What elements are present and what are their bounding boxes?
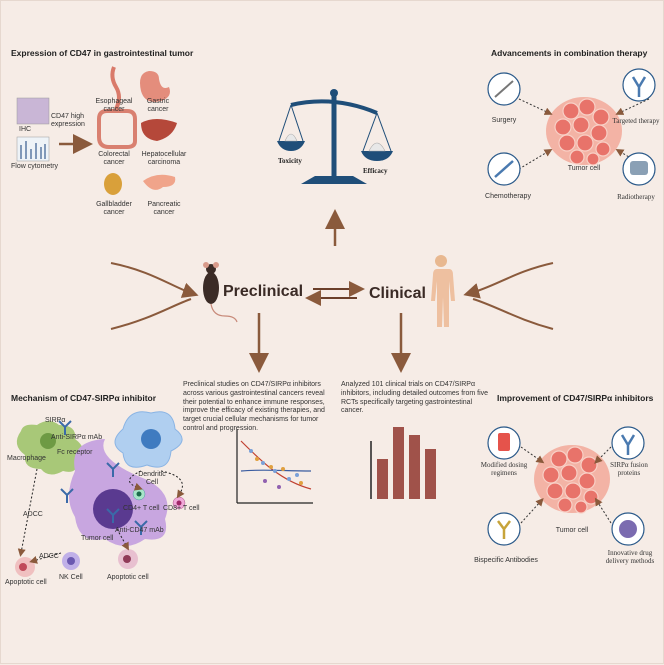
clinical-bar-icon: [370, 427, 436, 499]
clinical-summary: Analyzed 101 clinical trials on CD47/SIR…: [341, 381, 489, 415]
adcc-label-1: ADCC: [23, 511, 43, 518]
tumor-cluster-top: [546, 97, 622, 166]
nk-cell-label: NK Cell: [59, 574, 83, 581]
clinical-label: Clinical: [369, 285, 426, 302]
tumor-cell-label-mech: Tumor cell: [81, 535, 114, 542]
preclinical-summary: Preclinical studies on CD47/SIRPα inhibi…: [183, 381, 325, 432]
targeted-therapy-label: Targeted therapy: [612, 117, 660, 125]
organ-gastric: Gastric cancer: [146, 98, 170, 114]
radiotherapy-label: Radiotherapy: [617, 193, 655, 201]
toxicity-label: Toxicity: [278, 157, 302, 165]
surgery-label: Surgery: [491, 117, 517, 124]
tumor-cell-label-bottom: Tumor cell: [555, 527, 589, 534]
cd47-high-label: CD47 high expression: [51, 113, 85, 129]
sirpa-label: SIRPα: [45, 417, 66, 424]
mechanism-illustration: [15, 411, 186, 577]
ihc-thumbnail: [16, 97, 50, 125]
preclinical-scatter-icon: [236, 429, 313, 504]
fc-receptor-label: Fc receptor: [57, 449, 93, 456]
cd4-t-cell-label: CD4+ T cell: [123, 505, 160, 512]
preclinical-label: Preclinical: [223, 283, 304, 300]
macrophage-label: Macrophage: [7, 455, 46, 462]
dosing-label: Modified dosing regimens: [480, 461, 528, 478]
expression-panel-title: Expression of CD47 in gastrointestinal t…: [11, 48, 194, 58]
dendritic-cell-label: Dendritic Cell: [138, 471, 166, 487]
combination-panel-title: Advancements in combination therapy: [491, 48, 648, 58]
chemotherapy-label: Chemotherapy: [485, 193, 531, 200]
tumor-cell-label-top: Tumor cell: [567, 165, 601, 172]
human-icon: [431, 255, 455, 327]
apoptotic-cell-label-2: Apoptotic cell: [107, 574, 149, 581]
apoptotic-cell-label-1: Apoptotic cell: [5, 579, 47, 586]
organ-esophageal: Esophageal cancer: [95, 98, 133, 114]
efficacy-label: Efficacy: [363, 167, 388, 175]
ihc-label: IHC: [19, 126, 32, 133]
drug-delivery-label: Innovative drug delivery methods: [605, 549, 655, 566]
organ-hepatocellular: Hepatocellular carcinoma: [141, 151, 187, 167]
anti-sirpa-label: Anti-SIRPα mAb: [51, 434, 103, 441]
organ-illustrations: [97, 66, 177, 195]
bispecific-label: Bispecific Antibodies: [474, 557, 538, 564]
adcc-label-2: ADCC: [39, 553, 59, 560]
organ-gallbladder: Gallbladder cancer: [96, 201, 132, 217]
organ-pancreatic: Pancreatic cancer: [147, 201, 181, 217]
tumor-cluster-bottom: [534, 445, 610, 514]
improvement-panel-title: Improvement of CD47/SIRPα inhibitors: [497, 393, 654, 403]
mechanism-panel-title: Mechanism of CD47-SIRPα inhibitor: [11, 393, 157, 403]
flow-cytometry-label: Flow cytometry: [11, 163, 59, 170]
cd8-t-cell-label: CD8+ T cell: [163, 505, 200, 512]
mouse-icon: [203, 262, 238, 323]
balance-scale-icon: [277, 89, 393, 184]
fusion-proteins-label: SIRPα fusion proteins: [610, 461, 648, 478]
anti-cd47-label: Anti-CD47 mAb: [115, 527, 164, 534]
flow-thumbnail: [16, 136, 50, 162]
organ-colorectal: Colorectal cancer: [98, 151, 130, 167]
